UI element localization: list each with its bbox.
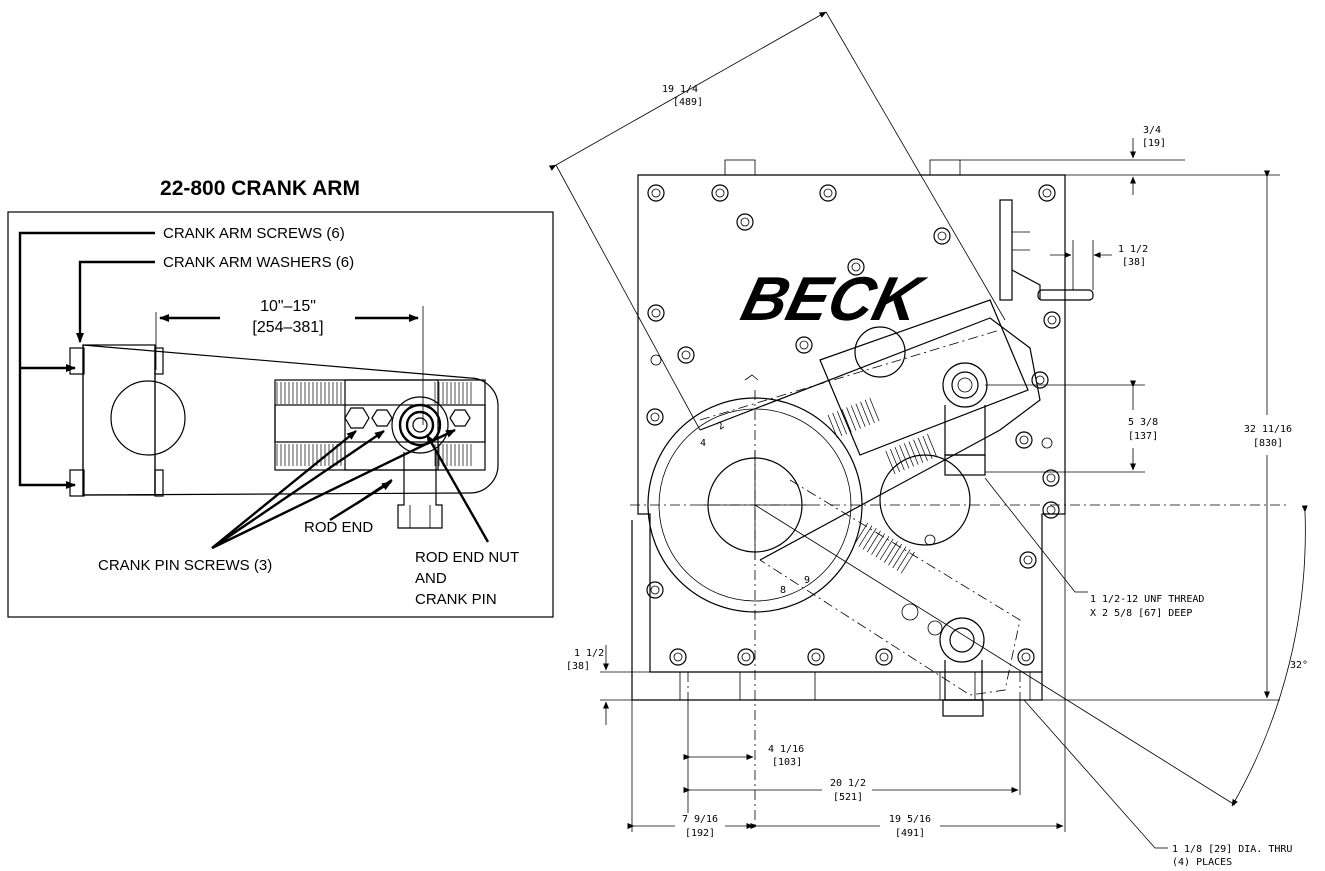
dim-center-mm: [103]	[772, 757, 802, 768]
dim-base-mm: [38]	[566, 661, 590, 672]
length-inches: 10"–15"	[260, 298, 316, 315]
dim-left-gap	[675, 813, 725, 841]
position-indicator	[854, 326, 906, 378]
dim-diagonal-ext-left	[555, 164, 701, 431]
dim-pin-gap	[1125, 410, 1165, 448]
dim-right-in: 19 5/16	[889, 814, 931, 825]
pin-block	[344, 379, 439, 471]
pin-screw-3	[449, 409, 471, 427]
dim-diagonal-mm: [489]	[673, 97, 703, 108]
base-foot-right	[974, 671, 1031, 701]
dim-right-mm: [491]	[895, 828, 925, 839]
screw-nut-bottom	[154, 469, 164, 497]
scale-number-8: 8	[780, 585, 786, 596]
scale-number-9: 9	[804, 575, 810, 586]
arm-rack	[274, 379, 486, 471]
pin-screws-label: CRANK PIN SCREWS (3)	[98, 557, 272, 574]
nut-label-3: CRANK PIN	[415, 591, 497, 608]
dim-height-mm: [830]	[1253, 438, 1283, 449]
rod-end	[391, 396, 449, 529]
holes-note-2: (4) PLACES	[1172, 857, 1232, 868]
screws-label: CRANK ARM SCREWS (6)	[163, 225, 345, 242]
lifting-lug-right	[929, 159, 961, 176]
dim-holes-gap	[822, 772, 872, 808]
detail-frame	[7, 211, 554, 618]
housing-bolts	[646, 184, 1061, 666]
dim-handwheel-mm: [38]	[1122, 257, 1146, 268]
screw-nut-top	[154, 347, 164, 375]
washers-leader	[76, 260, 155, 343]
dim-right-gap	[880, 813, 940, 841]
dim-pin-in: 5 3/8	[1128, 417, 1158, 428]
shaft-bore	[110, 380, 186, 456]
dim-top-in: 3/4	[1143, 125, 1161, 136]
washers-label: CRANK ARM WASHERS (6)	[163, 254, 354, 271]
holes-note-1: 1 1/8 [29] DIA. THRU	[1172, 844, 1292, 855]
rod-end-label: ROD END	[304, 519, 373, 536]
dim-diagonal-ext-right	[825, 11, 1006, 321]
angle-ray	[754, 504, 1236, 806]
thread-note-2: X 2 5/8 [67] DEEP	[1090, 608, 1192, 619]
base-outline	[631, 520, 1043, 701]
rod-end-leader	[329, 480, 392, 522]
dim-center-in: 4 1/16	[768, 744, 804, 755]
dim-pin-mm: [137]	[1128, 431, 1158, 442]
dim-diagonal-in: 19 1/4	[662, 84, 698, 95]
angle-label: 32°	[1290, 660, 1308, 671]
length-mm: [254–381]	[252, 319, 323, 336]
dim-diagonal-line	[548, 11, 827, 171]
lifting-lug-left	[724, 159, 756, 176]
handwheel	[999, 199, 1094, 301]
actuator-drawing: BECK 4 2 8 9	[548, 11, 1308, 868]
pin-screws-leader-1	[211, 430, 357, 549]
pin-screws-leader-2	[211, 430, 385, 549]
holes-leader	[1023, 699, 1156, 849]
dim-top-mm: [19]	[1142, 138, 1166, 149]
dim-holes-in: 20 1/2	[830, 778, 866, 789]
dim-base-in: 1 1/2	[574, 648, 604, 659]
angle-arc	[1231, 505, 1308, 807]
nut-label-2: AND	[415, 570, 447, 587]
dim-height-in: 32 11/16	[1244, 424, 1292, 435]
arm-clamp-block	[82, 344, 156, 496]
screw-head-top	[69, 347, 85, 375]
crank-arm-title: 22-800 CRANK ARM	[160, 177, 360, 200]
brand-logo: BECK	[735, 265, 932, 334]
thread-note-1: 1 1/2-12 UNF THREAD	[1090, 594, 1204, 605]
scale-number-2: 2	[715, 420, 726, 432]
pointer-mark	[744, 374, 759, 381]
base-foot-left	[679, 671, 741, 701]
nut-leader	[425, 434, 490, 543]
dim-height-gap	[1228, 415, 1306, 455]
scale-number-4: 4	[700, 438, 706, 449]
actuator-crank-arm	[699, 299, 1041, 561]
dim-holes-mm: [521]	[833, 792, 863, 803]
dim-left-in: 7 9/16	[682, 814, 718, 825]
pin-screw-1	[344, 407, 370, 429]
actuator-crank-arm-rotated	[759, 454, 1021, 717]
pin-screws-leader-3	[211, 428, 456, 550]
screws-leader	[18, 231, 155, 489]
thread-leader	[984, 477, 1076, 593]
dim-left-mm: [192]	[685, 828, 715, 839]
arm-centerline	[699, 329, 1001, 421]
pin-screw-2	[371, 409, 393, 427]
crank-arm-detail: 22-800 CRANK ARM CRANK ARM SCREWS (6) CR…	[7, 177, 554, 618]
base-foot-middle	[814, 671, 941, 701]
screw-head-bottom	[69, 469, 85, 497]
dim-handwheel-in: 1 1/2	[1118, 244, 1148, 255]
nut-label-1: ROD END NUT	[415, 549, 519, 566]
